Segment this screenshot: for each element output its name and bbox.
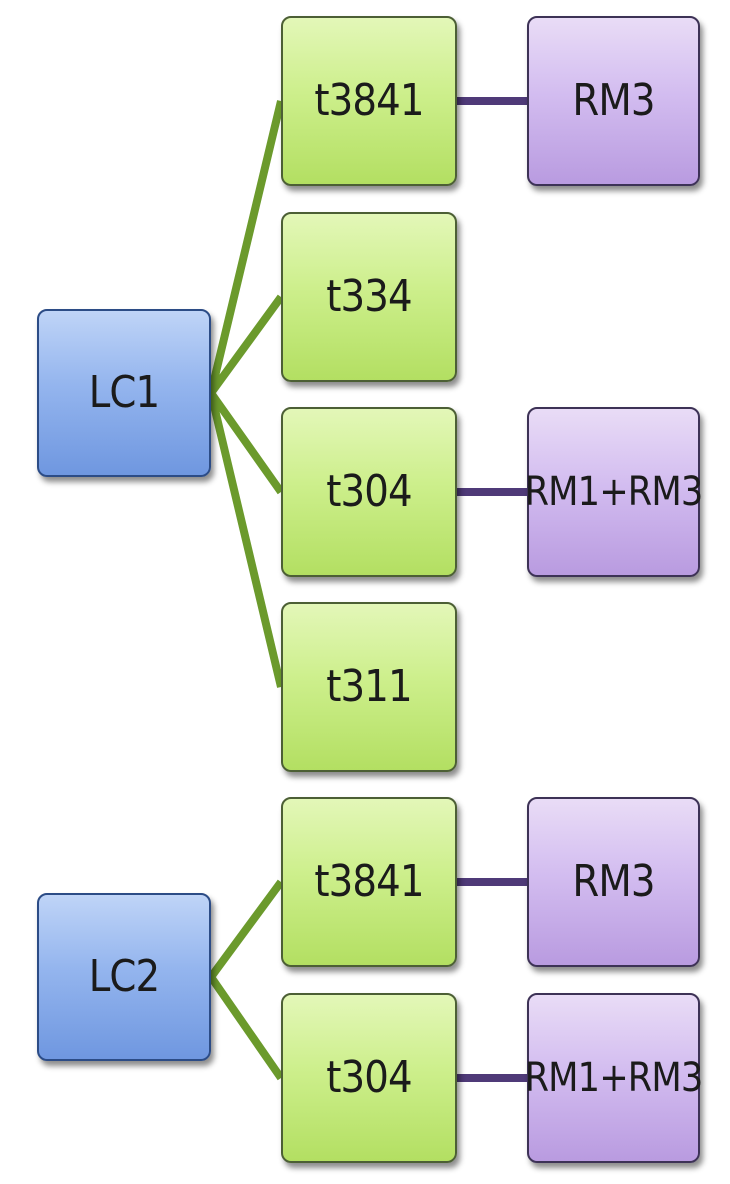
- lc1-to-t334-connector: [207, 294, 285, 396]
- lc1-transcript-1-box: t3841: [293, 18, 444, 184]
- lc1-transcript-2-box: t334: [293, 214, 444, 380]
- lc2-label: LC2: [88, 951, 160, 1002]
- lc1-transcript-2-label: t334: [326, 271, 412, 322]
- lc1-transcript-1-rm-label: RM3: [572, 75, 655, 126]
- lc2-transcript-2-label: t304: [326, 1052, 412, 1103]
- lc2-transcript-2-rm-box: RM1+RM3: [525, 995, 704, 1161]
- lc1-transcript-4-label: t311: [326, 661, 412, 712]
- lc1-transcript-3-label: t304: [326, 466, 412, 517]
- lc1-transcript-3-rm-box: RM1+RM3: [525, 409, 704, 575]
- lc2-transcript-1-node: t3841: [281, 797, 457, 967]
- lc1-transcript-3-rm-label: RM1+RM3: [524, 469, 704, 515]
- lc1-transcript-2-node: t334: [281, 212, 457, 382]
- lc2-transcript-2-rm-label: RM1+RM3: [524, 1055, 704, 1101]
- lc2-transcript-1-label: t3841: [314, 856, 424, 907]
- lc1-to-t311-connector: [207, 392, 285, 688]
- lc2-transcript-2-node: t304: [281, 993, 457, 1163]
- lc1-transcript-1-rm-box: RM3: [539, 18, 688, 184]
- lc1-transcript-1-label: t3841: [314, 75, 424, 126]
- lc2-to-t304-connector: [207, 974, 285, 1081]
- lc2-transcript-2-box: t304: [293, 995, 444, 1161]
- lc1-transcript-3-box: t304: [293, 409, 444, 575]
- lc1-transcript-3-rm-node: RM1+RM3: [525, 407, 704, 577]
- lc2-node: LC2: [37, 893, 211, 1061]
- lc2-transcript-1-box: t3841: [293, 799, 444, 965]
- lc1-node: LC1: [37, 309, 211, 477]
- lc2-transcript-2-rm-node: RM1+RM3: [525, 993, 704, 1163]
- lc2-transcript-1-rm-box: RM3: [539, 799, 688, 965]
- lc2-transcript-1-rm-node: RM3: [527, 797, 700, 967]
- lc2-to-t3841-connector: [207, 879, 285, 980]
- lc1-to-t304-connector: [207, 390, 285, 495]
- lc1-transcript-3-node: t304: [281, 407, 457, 577]
- lc1-transcript-4-box: t311: [293, 604, 444, 770]
- lc1-transcript-1-node: t3841: [281, 16, 457, 186]
- lc1-label: LC1: [88, 367, 160, 418]
- lc1-to-t3841-connector: [207, 100, 285, 394]
- lc1-transcript-1-rm-node: RM3: [527, 16, 700, 186]
- lc2-box: LC2: [49, 895, 199, 1059]
- lc1-box: LC1: [49, 311, 199, 475]
- lc1-transcript-4-node: t311: [281, 602, 457, 772]
- lc2-transcript-1-rm-label: RM3: [572, 856, 655, 907]
